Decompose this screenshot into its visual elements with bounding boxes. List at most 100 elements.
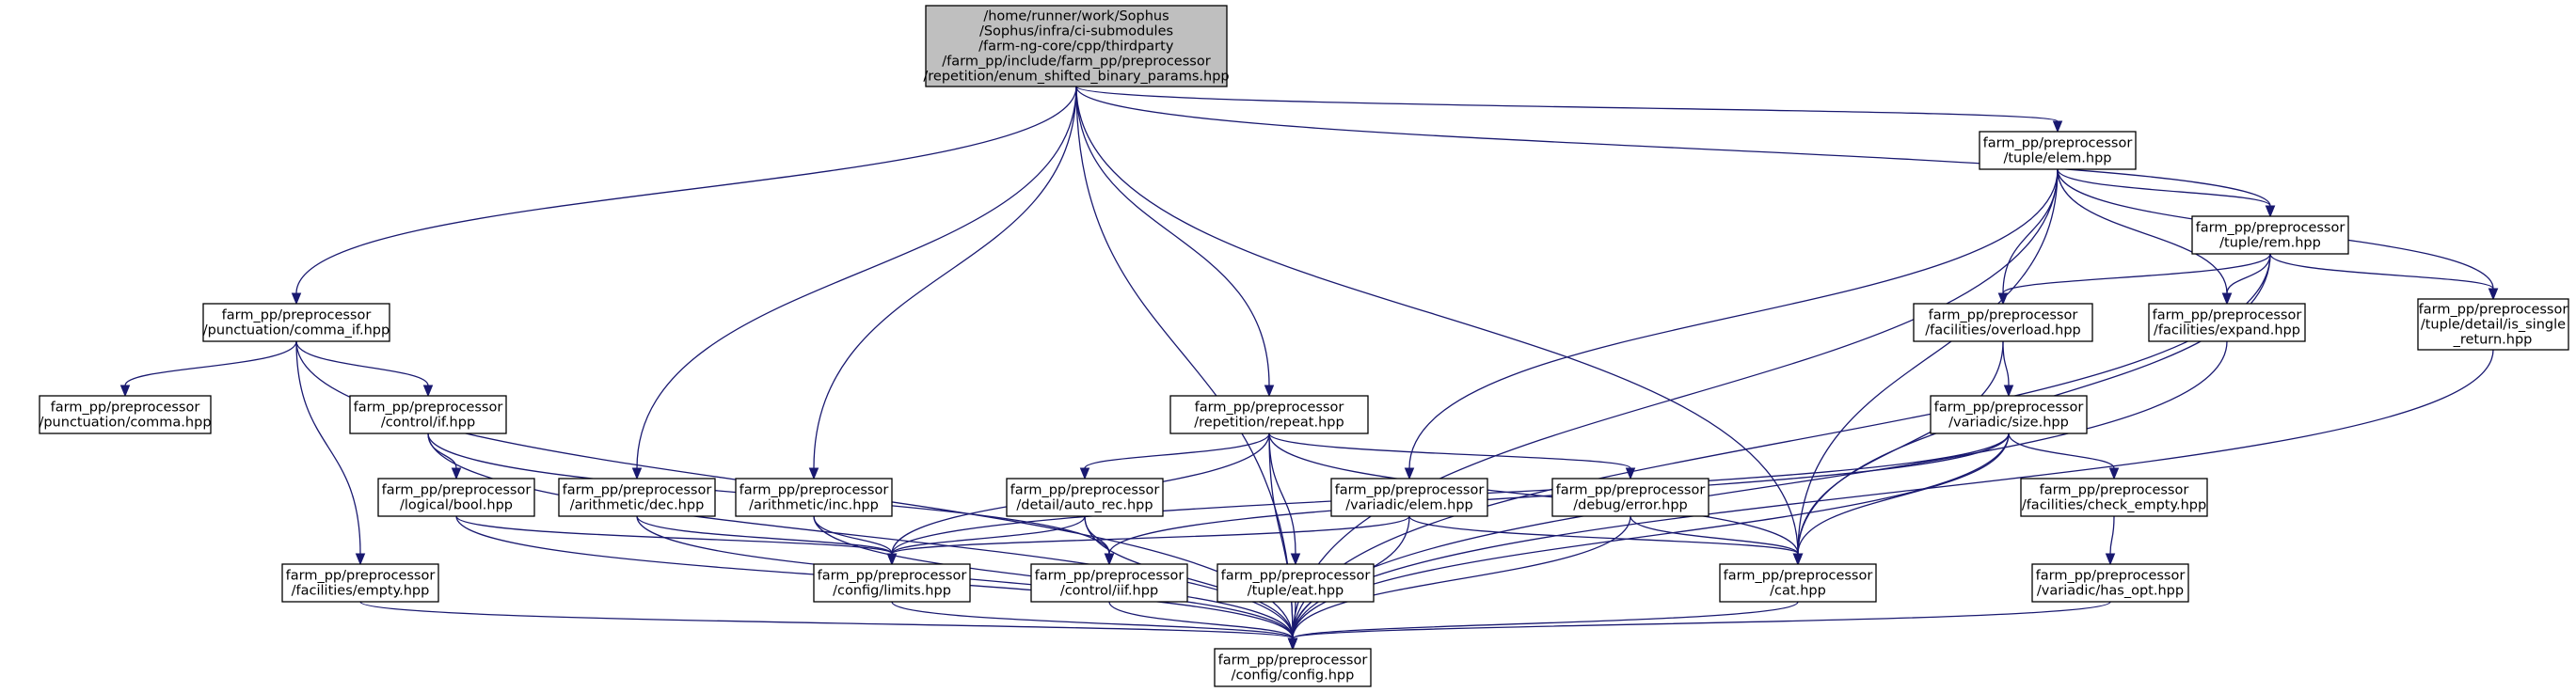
node-label-line: /facilities/empty.hpp [292, 583, 430, 598]
node-label-line: /facilities/check_empty.hpp [2022, 497, 2206, 512]
node-repeat[interactable]: farm_pp/preprocessor/repetition/repeat.h… [1169, 395, 1369, 434]
node-label-line: farm_pp/preprocessor [563, 482, 712, 497]
node-label-line: /cat.hpp [1770, 583, 1826, 598]
edge-repeat-to-auto_rec [1079, 432, 1270, 480]
node-comma[interactable]: farm_pp/preprocessor/punctuation/comma.h… [39, 395, 212, 434]
node-label-line: farm_pp/preprocessor [2040, 482, 2189, 497]
node-box [1719, 563, 1877, 603]
node-label-line: /farm-ng-core/cpp/thirdparty [978, 39, 1174, 54]
node-rem[interactable]: farm_pp/preprocessor/tuple/rem.hpp [2191, 215, 2349, 255]
edge-arrowhead [631, 467, 643, 480]
edge-line [1408, 168, 2059, 469]
node-vsize[interactable]: farm_pp/preprocessor/variadic/size.hpp [1930, 395, 2088, 434]
node-overload[interactable]: farm_pp/preprocessor/facilities/overload… [1913, 303, 2093, 342]
edge-line [1292, 515, 1631, 639]
node-label-line: farm_pp/preprocessor [1929, 307, 2078, 322]
edge-arrowhead [119, 385, 131, 398]
edge-line [1292, 168, 2059, 639]
node-empty[interactable]: farm_pp/preprocessor/facilities/empty.hp… [281, 563, 439, 603]
edge-line [2226, 253, 2271, 294]
node-label-line: farm_pp/preprocessor [1335, 482, 1485, 497]
node-box [1214, 648, 1372, 687]
node-label-line: _return.hpp [2453, 332, 2533, 347]
edge-vsize-to-cat [1792, 432, 2010, 566]
node-expand[interactable]: farm_pp/preprocessor/facilities/expand.h… [2148, 303, 2306, 342]
node-label-line: farm_pp/preprocessor [818, 568, 967, 583]
edge-line [295, 86, 1077, 294]
node-box [558, 478, 716, 517]
node-box [1913, 303, 2093, 342]
edge-line [636, 86, 1077, 469]
edge-rem-to-overload [1997, 253, 2271, 306]
node-box [1551, 478, 1709, 517]
node-box [2148, 303, 2306, 342]
edge-line [2057, 168, 2271, 207]
node-dec[interactable]: farm_pp/preprocessor/arithmetic/dec.hpp [558, 478, 716, 517]
edge-bool-to-limits [455, 515, 898, 566]
node-bool[interactable]: farm_pp/preprocessor/logical/bool.hpp [377, 478, 535, 517]
edge-arrowhead [451, 467, 462, 480]
node-single[interactable]: farm_pp/preprocessor/tuple/detail/is_sin… [2417, 298, 2569, 351]
node-box [202, 303, 390, 342]
edge-comma_if-to-ctrl_if [295, 340, 434, 398]
edge-arrowhead [808, 467, 819, 480]
edge-dec-to-limits [636, 515, 898, 566]
node-config[interactable]: farm_pp/preprocessor/config/config.hpp [1214, 648, 1372, 687]
edge-line [1084, 515, 1294, 639]
node-box [2191, 215, 2349, 255]
node-error[interactable]: farm_pp/preprocessor/debug/error.hpp [1551, 478, 1709, 517]
node-velem[interactable]: farm_pp/preprocessor/variadic/elem.hpp [1330, 478, 1488, 517]
node-iif[interactable]: farm_pp/preprocessor/control/iif.hpp [1030, 563, 1188, 603]
edge-root-to-telem [1075, 86, 2063, 134]
edge-arrowhead [291, 292, 302, 306]
node-label-line: farm_pp/preprocessor [354, 400, 503, 415]
node-label-line: farm_pp/preprocessor [2036, 568, 2186, 583]
edge-arrowhead [886, 553, 898, 566]
node-label-line: /logical/bool.hpp [400, 497, 513, 512]
node-auto-rec[interactable]: farm_pp/preprocessor/detail/auto_rec.hpp [1006, 478, 1164, 517]
edge-arrowhead [2052, 120, 2063, 134]
edge-arrowhead [355, 553, 366, 566]
node-telem[interactable]: farm_pp/preprocessor/tuple/elem.hpp [1979, 131, 2137, 170]
node-has-opt[interactable]: farm_pp/preprocessor/variadic/has_opt.hp… [2031, 563, 2189, 603]
node-inc[interactable]: farm_pp/preprocessor/arithmetic/inc.hpp [735, 478, 893, 517]
edge-root-to-comma_if [291, 86, 1077, 306]
edge-telem-to-velem [1404, 168, 2059, 480]
node-root[interactable]: /home/runner/work/Sophus/Sophus/infra/ci… [923, 5, 1230, 87]
edge-line [2002, 340, 2010, 386]
node-label-line: farm_pp/preprocessor [51, 400, 200, 415]
edge-line [1268, 432, 1799, 555]
edge-rem-to-single [2269, 253, 2499, 301]
node-comma-if[interactable]: farm_pp/preprocessor/punctuation/comma_i… [202, 303, 390, 342]
edge-arrowhead [1290, 553, 1301, 566]
node-label-line: /arithmetic/dec.hpp [570, 497, 705, 512]
node-label-line: /repetition/enum_shifted_binary_params.h… [923, 69, 1229, 84]
edge-line [1075, 86, 2059, 122]
node-cat[interactable]: farm_pp/preprocessor/cat.hpp [1719, 563, 1877, 603]
node-limits[interactable]: farm_pp/preprocessor/config/limits.hpp [813, 563, 971, 603]
edge-line [2008, 432, 2115, 469]
edge-ctrl_if-to-bool [427, 432, 462, 480]
edge-line [2109, 515, 2115, 555]
edge-vsize-to-check_empty [2008, 432, 2120, 480]
edge-root-to-dec [631, 86, 1077, 480]
node-label-line: /debug/error.hpp [1573, 497, 1687, 512]
node-label-line: /arithmetic/inc.hpp [749, 497, 879, 512]
edge-arrowhead [422, 385, 434, 398]
node-ctrl-if[interactable]: farm_pp/preprocessor/control/if.hpp [349, 395, 507, 434]
node-label-line: farm_pp/preprocessor [1983, 135, 2133, 150]
node-check-empty[interactable]: farm_pp/preprocessor/facilities/check_em… [2020, 478, 2208, 517]
edge-line [891, 601, 1294, 639]
edge-inc-to-limits [813, 515, 898, 566]
edge-line [1268, 432, 1294, 639]
edge-repeat-to-error [1268, 432, 1636, 480]
node-eat[interactable]: farm_pp/preprocessor/tuple/eat.hpp [1216, 563, 1375, 603]
node-label-line: farm_pp/preprocessor [1724, 568, 1873, 583]
node-label-line: farm_pp/preprocessor [1221, 568, 1371, 583]
edge-arrowhead [2003, 385, 2014, 398]
node-label-line: farm_pp/preprocessor [382, 482, 532, 497]
node-label-line: farm_pp/preprocessor [1934, 400, 2084, 415]
node-label-line: farm_pp/preprocessor [1010, 482, 1160, 497]
node-box [1330, 478, 1488, 517]
